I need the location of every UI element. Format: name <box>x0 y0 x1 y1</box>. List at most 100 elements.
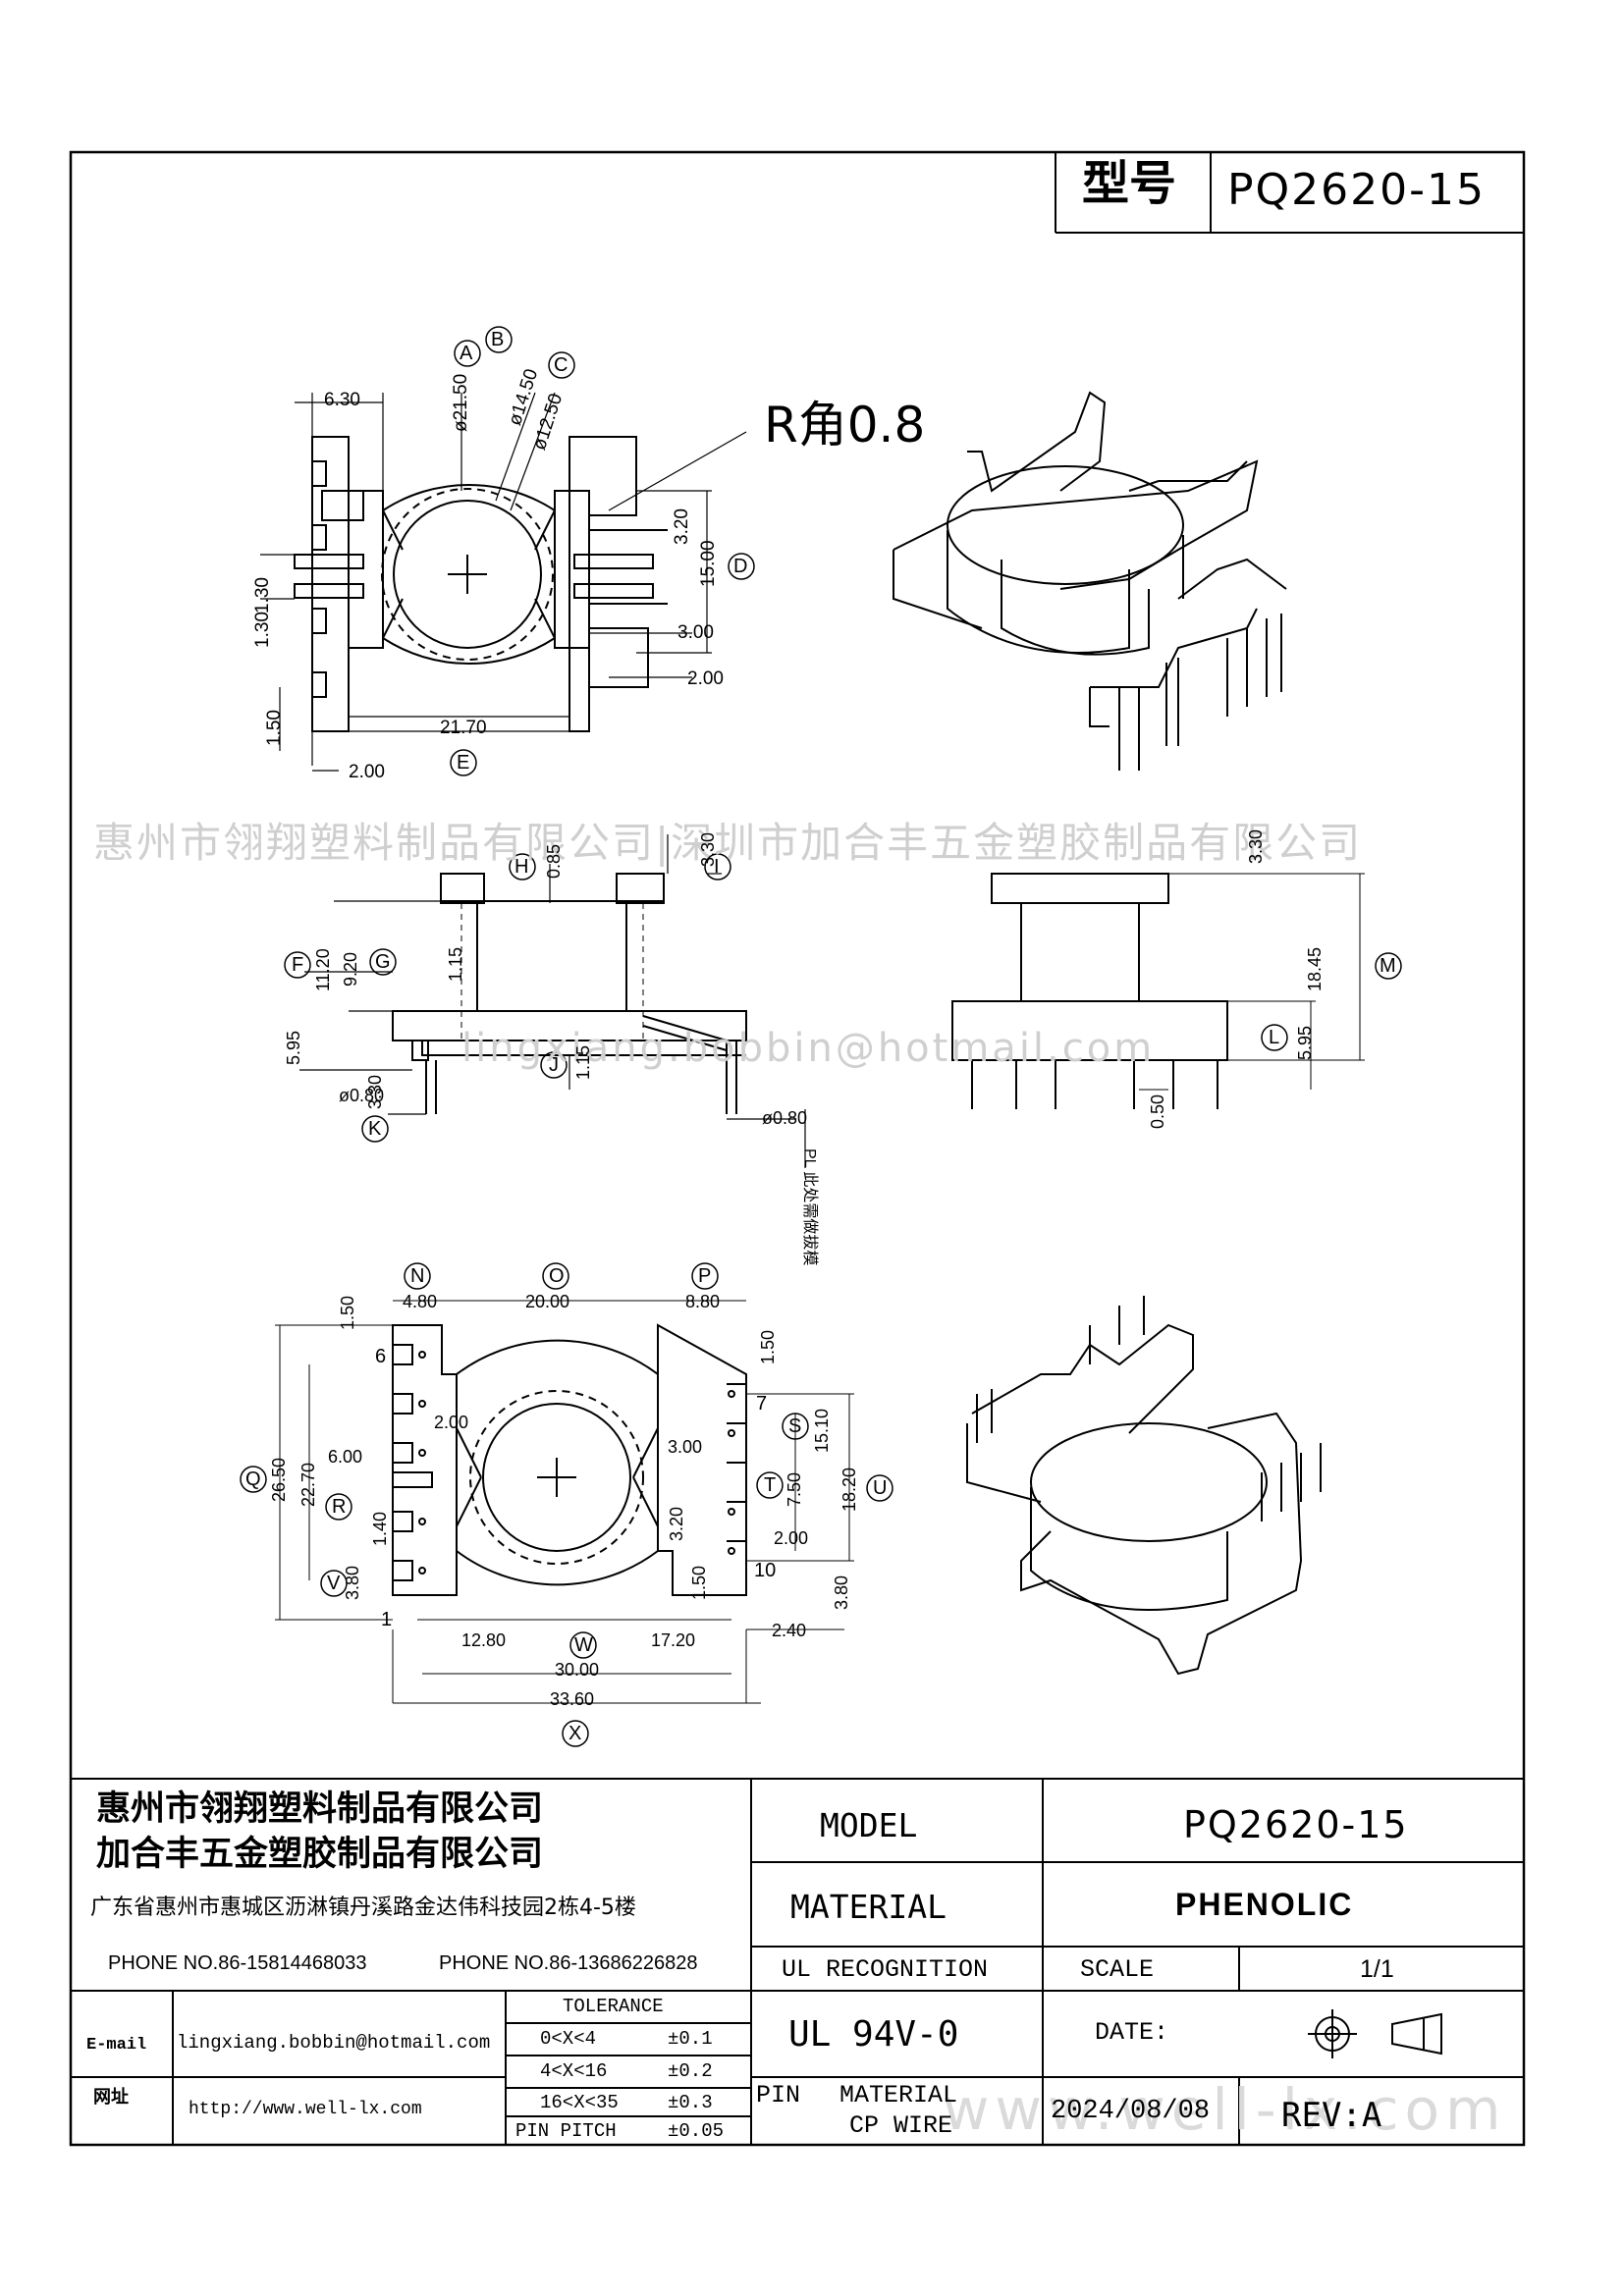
marker: T <box>764 1474 777 1496</box>
side-view <box>951 873 1228 1109</box>
dim: 15.10 <box>812 1408 832 1453</box>
marker: J <box>549 1054 559 1076</box>
header-box <box>1055 152 1524 234</box>
side-view-dims <box>1139 873 1365 1091</box>
titleblock-grid <box>71 1778 1524 2145</box>
radius-note: R角0.8 <box>764 397 926 454</box>
marker: W <box>574 1634 593 1656</box>
bottom-view-dims <box>275 1300 854 1704</box>
dim: 20.00 <box>525 1292 570 1311</box>
tolerance-range: 0<X<4 <box>540 2028 597 2050</box>
dim: 6.00 <box>328 1447 363 1467</box>
dim: 1.30 <box>252 577 273 614</box>
date-value: 2024/08/08 <box>1051 2097 1211 2126</box>
marker: G <box>375 951 391 973</box>
sheet-frame <box>69 150 1526 2147</box>
dim: ø0.80 <box>339 1086 385 1105</box>
dim: 18.20 <box>839 1467 859 1512</box>
dim: 26.50 <box>269 1457 289 1502</box>
web-label: 网址 <box>93 2087 129 2108</box>
dim: 3.30 <box>1246 828 1266 864</box>
dim: 11.20 <box>313 948 333 991</box>
pin-material-label: MATERIAL <box>839 2081 958 2109</box>
company-phone-2: PHONE NO.86-13686226828 <box>439 1952 698 1974</box>
header-model: PQ2620-15 <box>1227 165 1487 215</box>
dim: 3.00 <box>668 1437 703 1457</box>
bottom-view <box>392 1323 747 1596</box>
dim: 21.70 <box>440 718 487 738</box>
iso-view-top <box>893 391 1287 771</box>
tolerance-value: ±0.2 <box>668 2060 713 2082</box>
marker: D <box>733 556 748 577</box>
dim: 33.60 <box>550 1689 595 1709</box>
pl-note: PL 此处需做拔模 <box>801 1148 818 1266</box>
marker: A <box>460 343 473 364</box>
pin-number: 10 <box>754 1560 777 1581</box>
marker: E <box>457 752 470 774</box>
tolerance-range: 4<X<16 <box>540 2060 608 2082</box>
marker: K <box>368 1118 382 1140</box>
scale-value: 1/1 <box>1360 1955 1394 1983</box>
dim: 15.00 <box>698 540 719 587</box>
dim: 5.95 <box>284 1030 303 1065</box>
dim: 1.15 <box>446 946 465 982</box>
marker: R <box>332 1496 347 1518</box>
top-view <box>294 436 668 732</box>
web-value[interactable]: http://www.well-lx.com <box>189 2100 422 2119</box>
dim: 4.80 <box>403 1292 438 1311</box>
dim: ø21.50 <box>451 373 471 432</box>
dim: 7.50 <box>785 1471 804 1507</box>
marker: X <box>568 1723 582 1744</box>
date-label: DATE: <box>1095 2018 1169 2047</box>
pin-number: 7 <box>756 1393 768 1415</box>
company-address: 广东省惠州市惠城区沥淋镇丹溪路金达伟科技园2栋4-5楼 <box>90 1896 636 1920</box>
watermark-company: 惠州市翎翔塑料制品有限公司|深圳市加合丰五金塑胶制品有限公司 <box>93 819 1363 867</box>
marker: L <box>1269 1027 1280 1048</box>
ul-value: UL 94V-0 <box>788 2014 959 2055</box>
dim: 22.70 <box>298 1462 318 1507</box>
tolerance-value: ±0.1 <box>668 2028 713 2050</box>
model-label: MODEL <box>820 1806 918 1844</box>
marker: O <box>549 1265 565 1287</box>
email-value[interactable]: lingxiang.bobbin@hotmail.com <box>177 2032 491 2054</box>
dim: 3.20 <box>667 1506 686 1541</box>
tolerance-value: ±0.05 <box>668 2120 725 2142</box>
dim: 6.30 <box>324 390 360 410</box>
top-view-dims <box>260 392 747 772</box>
marker: F <box>292 954 304 976</box>
marker: U <box>873 1477 888 1499</box>
tolerance-range: PIN PITCH <box>515 2120 617 2142</box>
dim: 1.50 <box>264 710 285 746</box>
marker: M <box>1380 955 1396 977</box>
watermark-web: www.well-lx.com <box>943 2076 1507 2143</box>
dim: 1.50 <box>689 1565 709 1600</box>
dim: 2.40 <box>772 1621 807 1640</box>
dim: 18.45 <box>1305 946 1325 991</box>
dim: 1.40 <box>370 1511 390 1546</box>
front-view <box>392 873 747 1114</box>
iso-view-bottom <box>966 1296 1322 1676</box>
marker: B <box>491 329 505 350</box>
dim: 5.95 <box>1295 1025 1315 1060</box>
pin-label: PIN <box>756 2081 801 2109</box>
dim: 0.50 <box>1148 1094 1167 1129</box>
dim: 1.50 <box>338 1295 357 1330</box>
company-name-1: 惠州市翎翔塑料制品有限公司 <box>96 1789 544 1829</box>
dim: 17.20 <box>651 1630 696 1650</box>
marker: P <box>698 1265 712 1287</box>
company-phone-1: PHONE NO.86-15814468033 <box>108 1952 367 1974</box>
dim: ø0.80 <box>762 1108 808 1128</box>
dim: 2.00 <box>774 1528 809 1548</box>
dim: 0.85 <box>544 843 564 879</box>
pin-material-value: CP WIRE <box>849 2111 953 2140</box>
email-label: E-mail <box>86 2036 147 2055</box>
company-name-2: 加合丰五金塑胶制品有限公司 <box>96 1835 544 1874</box>
marker: V <box>327 1573 341 1594</box>
dim: 3.20 <box>672 508 692 545</box>
dim: 8.80 <box>685 1292 721 1311</box>
pin-number: 1 <box>381 1609 393 1630</box>
dim: 2.00 <box>434 1413 469 1432</box>
ul-recognition-label: UL RECOGNITION <box>782 1955 989 1984</box>
